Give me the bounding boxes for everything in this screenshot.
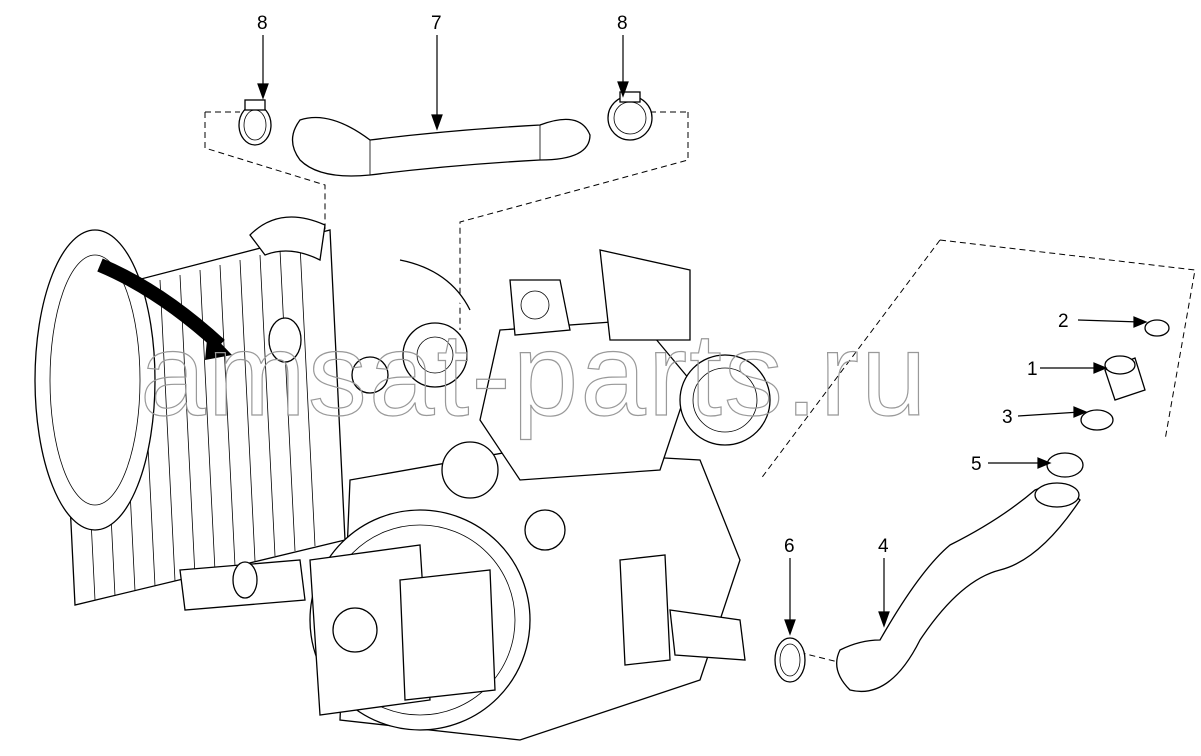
- part-2-o-ring: [1144, 319, 1170, 337]
- engine: [249, 216, 771, 741]
- part-8-clamp-right: [607, 91, 653, 141]
- callout-7: 7: [431, 13, 442, 34]
- callout-8-right: 8: [617, 13, 628, 34]
- part-3-seal: [1080, 409, 1114, 431]
- callout-5: 5: [971, 454, 982, 475]
- callout-3: 3: [1002, 407, 1013, 428]
- part-4-hose: [836, 482, 1081, 692]
- part-7-hose: [291, 116, 591, 177]
- part-1-fitting: [1104, 355, 1146, 401]
- watermark: amsat-parts.ru: [140, 309, 929, 441]
- callout-4: 4: [878, 536, 889, 557]
- callout-2: 2: [1058, 311, 1069, 332]
- leader-lines: [257, 35, 1148, 636]
- callout-6: 6: [784, 536, 795, 557]
- part-5-clamp: [1046, 452, 1084, 478]
- part-6-clamp: [774, 637, 806, 683]
- callout-1: 1: [1027, 359, 1038, 380]
- part-8-clamp-left: [238, 99, 272, 146]
- callout-8-left: 8: [257, 13, 268, 34]
- radiator: [34, 229, 346, 611]
